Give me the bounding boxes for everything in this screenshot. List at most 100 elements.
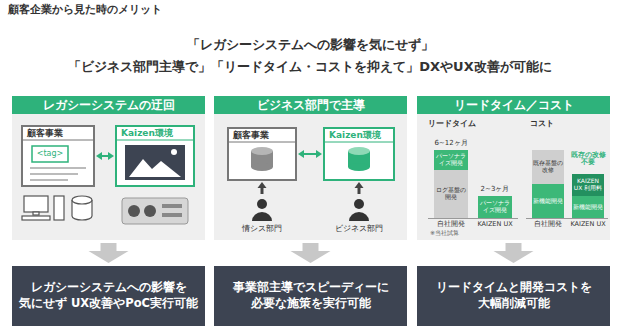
chart-axis xyxy=(526,218,608,219)
column-panel: リードタイム／コストパーソナライズ開発ログ基盤の開発パーソナライズ開発既存基盤の… xyxy=(417,96,610,240)
bar-segment: 新機能開発 xyxy=(572,196,604,218)
page-lines xyxy=(30,167,86,169)
bar-segment: パーソナライズ開発 xyxy=(478,196,512,218)
person-label: 情シス部門 xyxy=(236,223,288,234)
arrowhead xyxy=(258,182,267,188)
bar-segment: KAIZEN UX 利用料 xyxy=(572,174,604,196)
axis-label: 自社開発 xyxy=(526,221,570,228)
system-window-frame xyxy=(22,140,94,141)
bar-text: パーソナライズ開発 xyxy=(434,150,468,170)
panel-header: レガシーシステムの迂回 xyxy=(12,96,205,114)
database-icon xyxy=(348,147,370,171)
footnote: ※当社試算 xyxy=(430,230,490,237)
connector-line xyxy=(358,187,361,194)
system-window-frame xyxy=(116,140,194,141)
tag-box: <tag> xyxy=(32,146,68,162)
bar-segment: パーソナライズ開発 xyxy=(434,150,468,170)
tag-frame xyxy=(32,146,68,162)
system-window: 顧客事業 xyxy=(228,128,296,180)
bar-segment: 既存基盤の改修 xyxy=(532,150,564,184)
connector-line xyxy=(303,243,319,252)
connector xyxy=(258,182,267,194)
column-panel: ビジネス部門で主導顧客事業 Kaizen環境情シス部門 ビジネス部門 xyxy=(214,96,407,240)
note-label: 既存の改修不要 xyxy=(568,152,608,167)
arrowhead xyxy=(316,150,322,158)
result-ground xyxy=(417,266,610,326)
panel-ground xyxy=(12,114,205,240)
bar xyxy=(434,150,468,170)
computer-icon xyxy=(54,196,64,220)
bar-segment: ログ基盤の開発 xyxy=(434,170,468,218)
chart-axis xyxy=(428,218,608,219)
system-window-frame xyxy=(22,126,94,186)
person-node: ビジネス部門 xyxy=(330,196,388,236)
arrowhead xyxy=(494,251,534,263)
person-icon xyxy=(252,212,272,221)
bar xyxy=(434,150,604,218)
window-title: 顧客事業 xyxy=(228,129,296,141)
header-band xyxy=(12,96,205,114)
chart-title: リードタイム xyxy=(428,119,508,128)
bar-text: ログ基盤の開発 xyxy=(434,170,468,218)
image-icon xyxy=(171,149,177,155)
image-icon xyxy=(129,159,181,177)
bar xyxy=(532,150,564,184)
result-ground xyxy=(214,266,407,326)
arrowhead xyxy=(291,251,331,263)
device-icon xyxy=(144,205,156,217)
result-box: 事業部主導でスピーディーに 必要な施策を実行可能 xyxy=(214,266,407,326)
person-icon xyxy=(252,199,369,221)
connector xyxy=(96,152,114,160)
headline: 「レガシーシステムへの影響を気にせず」 xyxy=(0,38,620,53)
system-window-frame xyxy=(22,126,394,186)
arrowhead xyxy=(108,152,114,160)
connector xyxy=(494,243,534,263)
computer-icon xyxy=(33,212,39,215)
system-window-frame xyxy=(228,142,296,143)
database-icon xyxy=(348,147,370,155)
bar-segment: 新機能開発 xyxy=(532,184,564,218)
device-icon xyxy=(122,198,188,224)
database-icon xyxy=(251,163,273,171)
system-window-frame xyxy=(228,128,296,180)
connector xyxy=(89,243,129,263)
panel-header: ビジネス部門で主導 xyxy=(214,96,407,114)
connector-line xyxy=(506,243,522,252)
connector-line xyxy=(261,187,264,194)
headline: 「ビジネス部門主導で」「リードタイム・コストを抑えて」DXやUX改善が可能に xyxy=(0,60,620,75)
bar xyxy=(572,196,604,218)
person-node: 情シス部門 xyxy=(236,196,288,236)
bar xyxy=(434,170,468,218)
database-icon xyxy=(251,147,273,155)
system-window-frame xyxy=(116,126,194,186)
header-band xyxy=(12,96,610,114)
bar xyxy=(478,196,512,218)
column-panel: レガシーシステムの迂回顧客事業<tag>Kaizen環境 xyxy=(12,96,205,240)
database-icon xyxy=(72,196,92,204)
result-ground xyxy=(12,266,205,326)
person-label: ビジネス部門 xyxy=(330,223,388,234)
bar-text: 新機能開発 xyxy=(532,184,564,218)
result-text: リードタイムと開発コストを 大幅削減可能 xyxy=(423,266,604,326)
person-icon xyxy=(349,212,369,221)
bar xyxy=(572,174,604,196)
result-text: 事業部主導でスピーディーに 必要な施策を実行可能 xyxy=(220,266,401,326)
arrowhead xyxy=(298,150,304,158)
person-icon xyxy=(257,199,267,209)
result-box: レガシーシステムへの影響を 気にせず UX改善やPoC実行可能 xyxy=(12,266,205,326)
window-title: Kaizen環境 xyxy=(324,129,394,141)
arrowhead xyxy=(89,251,129,263)
panel-ground xyxy=(214,114,407,240)
bar-text: 既存基盤の改修 xyxy=(532,150,564,184)
result-text: レガシーシステムへの影響を 気にせず UX改善やPoC実行可能 xyxy=(18,266,199,326)
axis-label: 自社開発 xyxy=(429,221,473,228)
database-icon xyxy=(348,163,370,171)
duration-label: 6~12ヶ月 xyxy=(424,139,478,147)
person-icon xyxy=(354,199,364,209)
chart-title: コスト xyxy=(530,119,590,128)
bar-text: パーソナライズ開発 xyxy=(478,196,512,218)
page-lines xyxy=(30,173,78,175)
tag-frame xyxy=(32,146,68,162)
system-window-frame xyxy=(324,142,394,143)
